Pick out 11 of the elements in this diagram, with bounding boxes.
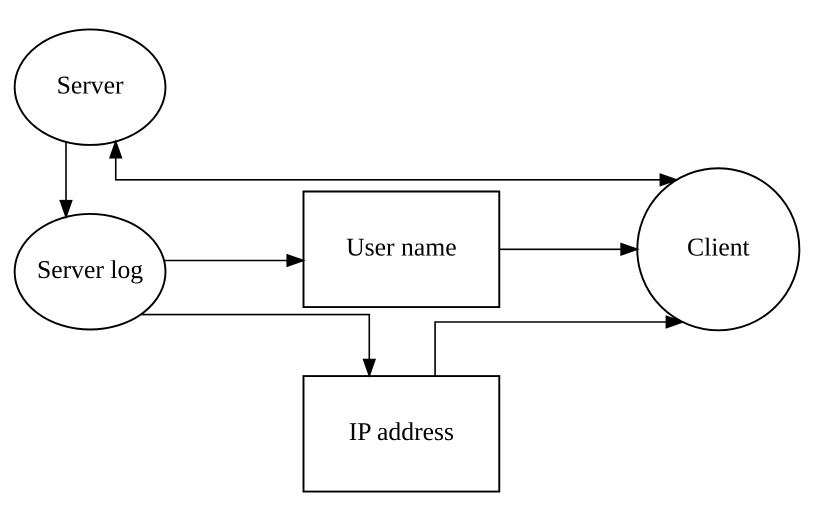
arrow [164, 254, 306, 268]
node-ellipse: Server log [14, 213, 166, 330]
arrow [59, 142, 73, 220]
arrow [500, 242, 640, 256]
node-box: IP address [302, 375, 500, 493]
node-ellipse: Server [14, 28, 166, 146]
arrow [109, 139, 679, 187]
arrow [434, 315, 685, 376]
arrow [141, 314, 376, 378]
node-box: User name [302, 190, 500, 308]
node-circle: Client [636, 167, 800, 332]
